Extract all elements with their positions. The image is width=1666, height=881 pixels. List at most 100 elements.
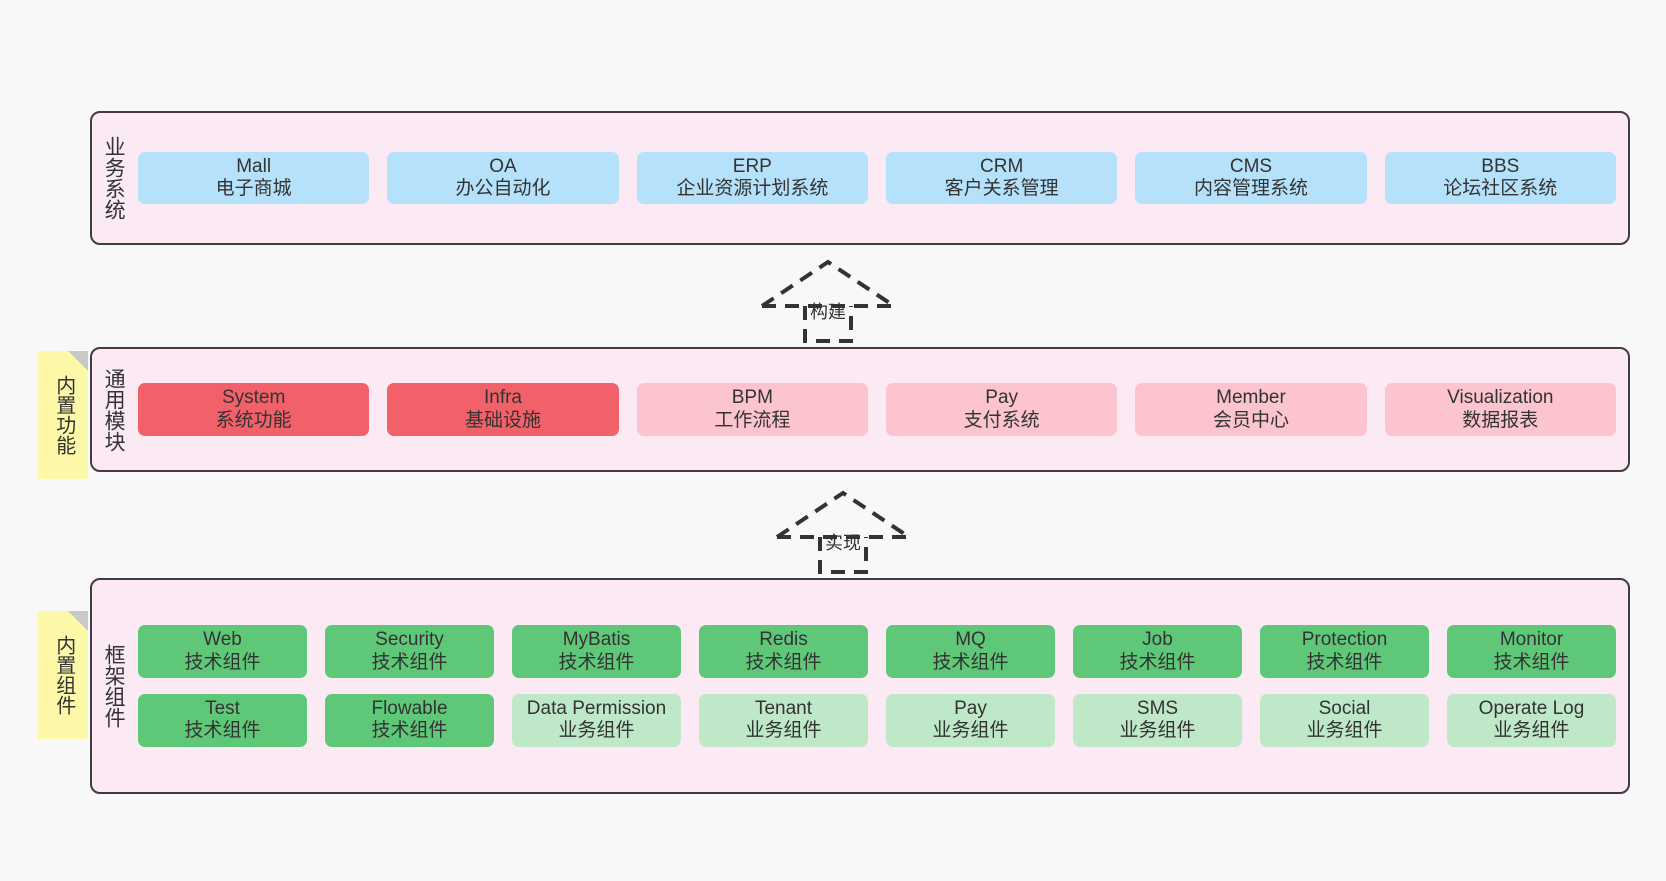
card-subtitle: 论坛社区系统 [1443,178,1558,199]
card-title: Web [203,629,242,651]
card-title: Mall [236,155,272,177]
card-data-permission[interactable]: Data Permission 业务组件 [512,694,681,747]
card-title: Infra [483,387,522,409]
card-bbs[interactable]: BBS 论坛社区系统 [1384,151,1616,205]
layer-caption-common-modules: 通用模块 [102,367,126,452]
card-subtitle: 业务组件 [745,720,822,742]
card-subtitle: 业务组件 [932,720,1009,742]
card-title: Pay [985,387,1019,409]
card-web[interactable]: Web 技术组件 [138,625,307,678]
card-title: System [221,387,286,409]
card-redis[interactable]: Redis 技术组件 [699,625,868,678]
card-oa[interactable]: OA 办公自动化 [387,151,619,205]
card-subtitle: 工作流程 [714,409,791,431]
layer-business-systems[interactable]: 业务系统 Mall 电子商城 OA 办公自动化 ERP 企业资源计划系统 CRM… [90,111,1630,245]
layer-body-framework-components: Web 技术组件 Security 技术组件 MyBatis 技术组件 Redi… [134,580,1628,792]
layer-caption-framework-components: 框架组件 [102,644,126,728]
note-fold-icon [68,351,88,371]
card-tenant[interactable]: Tenant 业务组件 [699,694,868,747]
layer-common-modules[interactable]: 通用模块 System 系统功能 Infra 基础设施 BPM 工作流程 Pay… [90,347,1630,472]
card-subtitle: 会员中心 [1212,409,1289,431]
card-title: OA [489,155,517,177]
card-security[interactable]: Security 技术组件 [325,625,494,678]
card-title: BBS [1481,155,1520,177]
card-job[interactable]: Job 技术组件 [1073,625,1242,678]
card-monitor[interactable]: Monitor 技术组件 [1447,625,1616,678]
card-subtitle: 业务组件 [1493,720,1570,742]
card-subtitle: 企业资源计划系统 [676,178,829,199]
card-subtitle: 技术组件 [745,651,822,673]
card-subtitle: 技术组件 [1119,651,1196,673]
card-title: Data Permission [526,698,667,719]
arrow-implement-glyph [775,490,911,574]
card-subtitle: 内容管理系统 [1193,178,1308,199]
layer-caption-business-systems: 业务系统 [102,136,126,220]
card-mybatis[interactable]: MyBatis 技术组件 [512,625,681,678]
card-title: ERP [732,155,772,177]
note-label: 内置组件 [52,635,75,715]
card-subtitle: 业务组件 [1119,720,1196,742]
arrow-implement-label: 实现 [825,533,861,553]
card-title: CRM [980,155,1024,177]
card-member[interactable]: Member 会员中心 [1135,383,1367,436]
card-pay-component[interactable]: Pay 业务组件 [886,694,1055,747]
card-row-business: Test 技术组件 Flowable 技术组件 Data Permission … [138,694,1616,747]
card-subtitle: 技术组件 [184,651,261,673]
card-subtitle: 技术组件 [371,651,448,673]
arrow-implement: 实现 [773,489,913,574]
card-row: Mall 电子商城 OA 办公自动化 ERP 企业资源计划系统 CRM 客户关系… [138,151,1616,205]
card-subtitle: 技术组件 [371,720,448,742]
note-fold-icon [68,611,88,631]
arrow-build-glyph [760,259,896,343]
card-cms[interactable]: CMS 内容管理系统 [1135,151,1367,205]
card-visualization[interactable]: Visualization 数据报表 [1384,383,1616,436]
card-operate-log[interactable]: Operate Log 业务组件 [1447,694,1616,747]
card-title: Protection [1301,629,1388,651]
card-bpm[interactable]: BPM 工作流程 [636,383,868,436]
card-subtitle: 数据报表 [1462,409,1539,431]
card-infra[interactable]: Infra 基础设施 [387,383,619,436]
card-title: Member [1216,387,1286,409]
card-mq[interactable]: MQ 技术组件 [886,625,1055,678]
card-row: System 系统功能 Infra 基础设施 BPM 工作流程 Pay 支付系统… [138,383,1616,436]
card-mall[interactable]: Mall 电子商城 [138,151,370,205]
card-subtitle: 基础设施 [464,409,541,431]
card-subtitle: 业务组件 [1306,720,1383,742]
card-test[interactable]: Test 技术组件 [138,694,307,747]
card-title: Security [375,629,444,651]
card-subtitle: 客户关系管理 [944,178,1059,199]
card-title: Job [1142,629,1173,651]
card-title: Test [205,698,240,719]
note-label: 内置功能 [52,375,75,455]
card-system[interactable]: System 系统功能 [138,383,370,436]
card-subtitle: 技术组件 [558,651,635,673]
card-title: Tenant [754,698,813,719]
layer-body-business-systems: Mall 电子商城 OA 办公自动化 ERP 企业资源计划系统 CRM 客户关系… [134,113,1628,243]
card-subtitle: 电子商城 [215,178,292,199]
arrow-build-label: 构建 [810,302,846,322]
card-flowable[interactable]: Flowable 技术组件 [325,694,494,747]
card-subtitle: 支付系统 [963,409,1040,431]
card-title: Visualization [1447,387,1554,409]
card-social[interactable]: Social 业务组件 [1260,694,1429,747]
card-subtitle: 业务组件 [558,720,635,742]
card-subtitle: 技术组件 [184,720,261,742]
card-title: MQ [955,629,986,651]
card-subtitle: 技术组件 [1493,651,1570,673]
note-builtin-features[interactable]: 内置功能 [38,351,88,479]
card-pay-module[interactable]: Pay 支付系统 [885,383,1118,436]
card-sms[interactable]: SMS 业务组件 [1073,694,1242,747]
card-title: Flowable [371,698,448,719]
card-title: MyBatis [562,629,631,651]
layer-body-common-modules: System 系统功能 Infra 基础设施 BPM 工作流程 Pay 支付系统… [134,349,1628,470]
note-builtin-components[interactable]: 内置组件 [38,611,88,739]
card-title: BPM [731,387,773,409]
layer-framework-components[interactable]: 框架组件 Web 技术组件 Security 技术组件 MyBatis 技术组件… [90,578,1630,794]
card-erp[interactable]: ERP 企业资源计划系统 [636,151,868,205]
card-protection[interactable]: Protection 技术组件 [1260,625,1429,678]
card-row-tech: Web 技术组件 Security 技术组件 MyBatis 技术组件 Redi… [138,625,1616,678]
card-title: Pay [954,698,987,719]
card-crm[interactable]: CRM 客户关系管理 [885,151,1118,205]
card-title: SMS [1136,698,1179,719]
